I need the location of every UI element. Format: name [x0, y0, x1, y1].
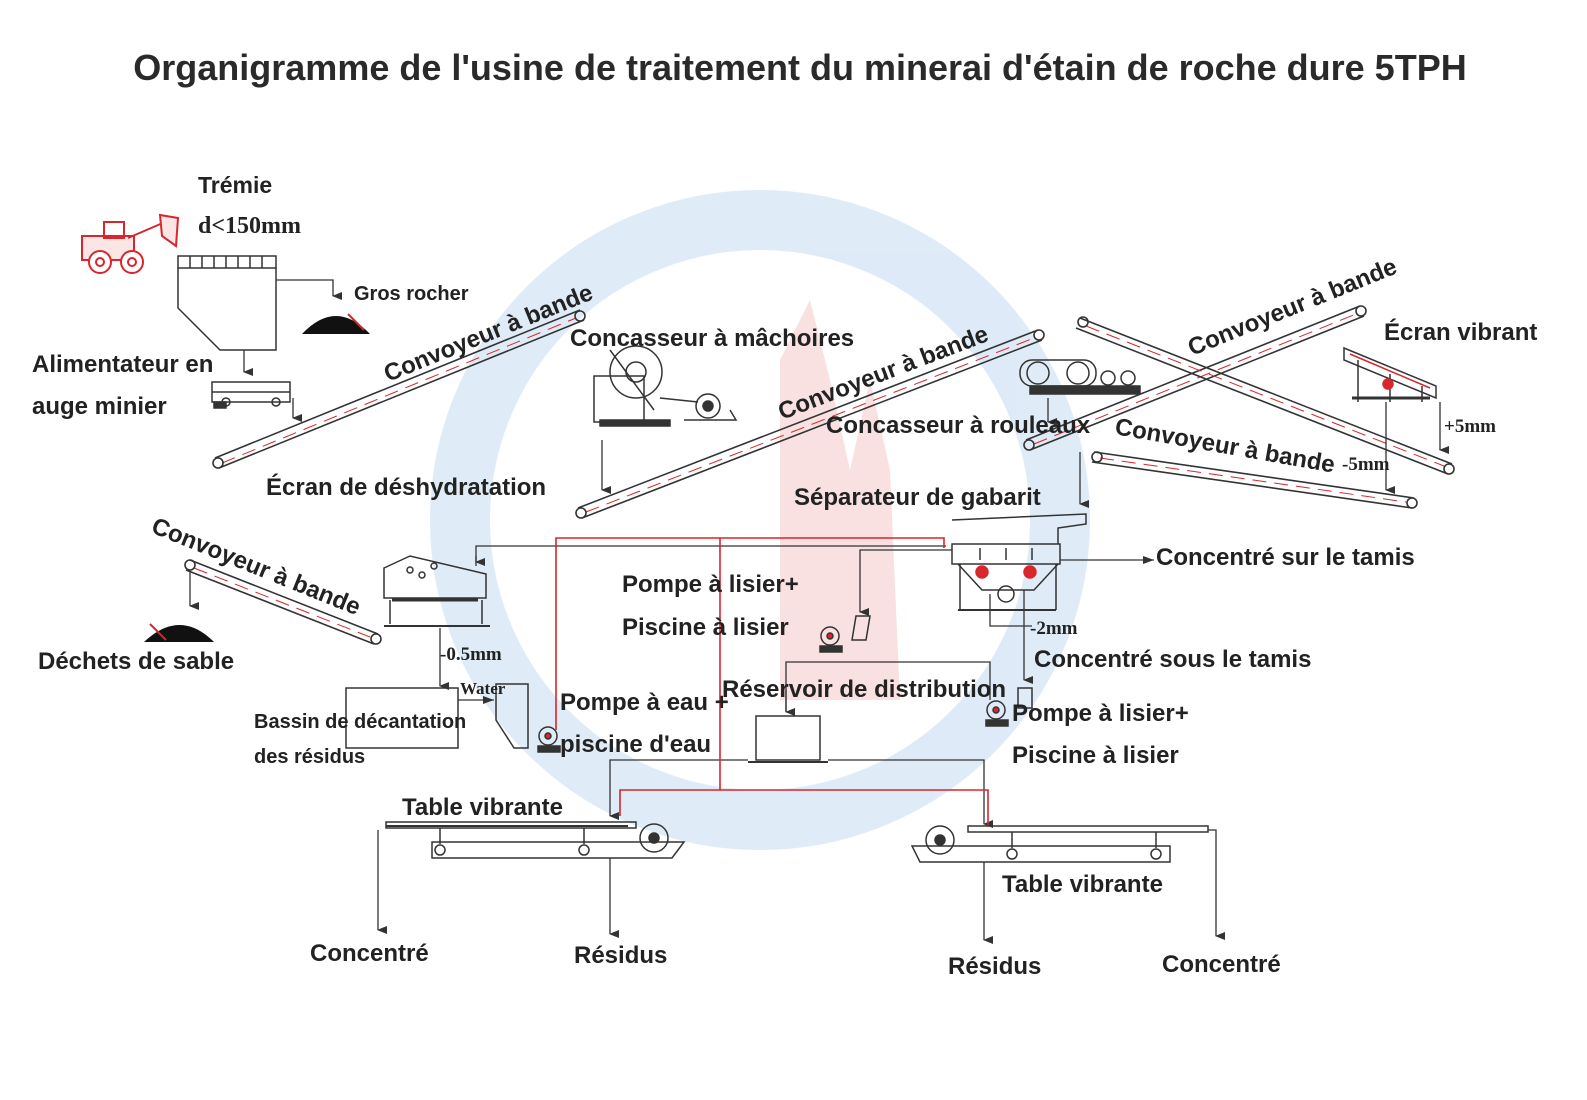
label-concentrate-2: Concentré: [1162, 951, 1281, 978]
label-jaw-crusher: Concasseur à mâchoires: [570, 325, 854, 352]
label-tailings-2: Résidus: [948, 953, 1041, 980]
dewatering-screen-icon: [383, 555, 490, 627]
conveyor-1: [212, 309, 586, 469]
label-water-pump-a: Pompe à eau +: [560, 689, 729, 716]
tailings-pond-icon: [345, 683, 529, 749]
water-lines: [555, 537, 989, 826]
label-shaking-table-1: Table vibrante: [402, 794, 563, 821]
label-concentrate-1: Concentré: [310, 940, 429, 967]
label-slurry-pump-2b: Piscine à lisier: [1012, 742, 1179, 769]
shaking-table-icon-1: [385, 821, 686, 859]
label-big-rock: Gros rocher: [354, 283, 469, 305]
label-slurry-pump-1b: Piscine à lisier: [622, 614, 789, 641]
label-hopper-size: d<150mm: [198, 213, 301, 239]
label-tailings-1: Résidus: [574, 942, 667, 969]
jig-icon: [951, 513, 1087, 611]
pump-icon-3: [985, 687, 1033, 727]
label-water: Water: [460, 679, 506, 698]
label-sand-waste: Déchets de sable: [38, 648, 234, 675]
conveyor-2: [575, 329, 1045, 519]
label-distribution-tank: Réservoir de distribution: [722, 676, 1006, 703]
label-water-pump-b: piscine d'eau: [560, 731, 711, 758]
label-vibrating-screen: Écran vibrant: [1384, 318, 1537, 346]
label-hopper: Trémie: [198, 172, 272, 198]
conveyor-5: [1091, 451, 1418, 509]
conveyor-3: [1023, 305, 1367, 451]
shaking-table-icon-2: [910, 825, 1209, 863]
hopper-icon: [177, 255, 277, 351]
loader-icon: [81, 213, 180, 274]
label-feeder-1: Alimentateur en: [32, 351, 213, 378]
label-screen-concentrate: Concentré sur le tamis: [1156, 544, 1415, 571]
roller-crusher-icon: [1019, 359, 1141, 395]
label-tailings-pond-a: Bassin de décantation: [254, 711, 466, 733]
tank-icon: [748, 715, 828, 763]
label-minus-5mm: -5mm: [1342, 454, 1390, 475]
rock-pile-icon: [302, 313, 370, 334]
label-slurry-pump-2a: Pompe à lisier+: [1012, 700, 1189, 727]
label-roller-crusher: Concasseur à rouleaux: [826, 412, 1091, 439]
label-shaking-table-2: Table vibrante: [1002, 871, 1163, 898]
label-plus-5mm: +5mm: [1444, 416, 1496, 437]
conveyor-6: [184, 559, 382, 645]
vibrating-screen-icon: [1343, 346, 1437, 402]
sand-pile-icon: [144, 623, 214, 642]
pump-icon-1: [819, 615, 871, 653]
label-minus-2mm: -2mm: [1030, 618, 1078, 639]
label-dewatering-screen: Écran de déshydratation: [266, 473, 546, 501]
label-under-screen-concentrate: Concentré sous le tamis: [1034, 646, 1311, 673]
feeder-icon: [211, 381, 291, 409]
label-minus-0-5mm: -0.5mm: [440, 644, 502, 665]
label-slurry-pump-1a: Pompe à lisier+: [622, 571, 799, 598]
watermark-logo: [430, 190, 1090, 850]
label-tailings-pond-b: des résidus: [254, 746, 365, 768]
page-title: Organigramme de l'usine de traitement du…: [133, 47, 1466, 88]
jaw-crusher-icon: [593, 345, 738, 427]
label-conveyor-4: Convoyeur à bande: [1113, 413, 1337, 478]
label-conveyor-5: Convoyeur à bande: [148, 513, 365, 621]
label-jig-separator: Séparateur de gabarit: [794, 484, 1041, 511]
label-feeder-2: auge minier: [32, 393, 167, 420]
pump-icon-2: [537, 726, 561, 753]
